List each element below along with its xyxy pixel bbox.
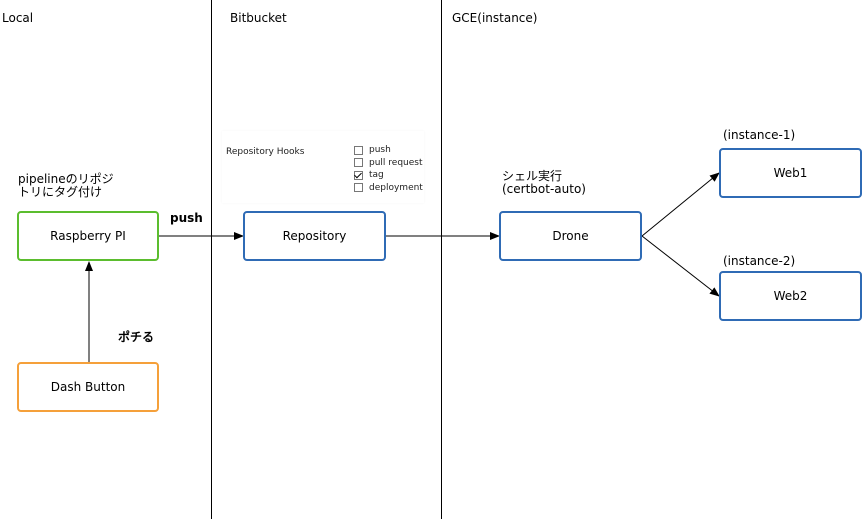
shell-note: シェル実行 (certbot-auto) — [502, 170, 586, 196]
instance2-label: (instance-2) — [723, 254, 796, 268]
hook-option-tag[interactable]: tag — [354, 169, 423, 182]
node-label: Repository — [282, 229, 347, 243]
node-web2: Web2 — [719, 271, 862, 321]
pochiru-label: ポチる — [118, 330, 155, 344]
node-label: Drone — [552, 229, 589, 243]
hook-option-push[interactable]: push — [354, 144, 423, 157]
node-label: Raspberry PI — [50, 229, 126, 243]
hook-option-label: tag — [369, 170, 384, 181]
hook-option-label: push — [369, 145, 391, 156]
lane-divider-1 — [211, 0, 212, 519]
node-label: Web1 — [773, 166, 808, 180]
shell-note-line2: (certbot-auto) — [502, 182, 586, 196]
lane-label-local: Local — [2, 11, 34, 25]
checkbox-pull-request[interactable] — [354, 158, 363, 168]
node-raspberry-pi: Raspberry PI — [17, 211, 159, 261]
hook-option-deployment[interactable]: deployment — [354, 182, 423, 195]
node-label: Dash Button — [50, 380, 126, 394]
lane-divider-2 — [441, 0, 442, 519]
shell-note-line1: シェル実行 — [502, 169, 563, 183]
repository-hooks-panel: Repository Hooks push pull request tag d… — [222, 131, 424, 203]
node-drone: Drone — [499, 211, 642, 261]
tag-note: pipelineのリポジ トリにタグ付け — [18, 173, 114, 199]
edge-drone-to-web1 — [641, 172, 720, 237]
tag-note-line2: トリにタグ付け — [18, 185, 103, 199]
node-web1: Web1 — [719, 148, 862, 198]
edge-drone-to-web2 — [641, 235, 720, 297]
checkbox-push[interactable] — [354, 145, 363, 155]
hook-option-pull-request[interactable]: pull request — [354, 157, 423, 170]
hook-option-label: deployment — [369, 182, 423, 193]
node-dash-button: Dash Button — [17, 362, 159, 412]
node-repository: Repository — [243, 211, 386, 261]
repository-hooks-options: push pull request tag deployment — [354, 144, 423, 194]
node-label: Web2 — [773, 289, 808, 303]
lane-label-gce: GCE(instance) — [452, 11, 538, 25]
tag-note-line1: pipelineのリポジ — [18, 172, 114, 186]
repository-hooks-title: Repository Hooks — [226, 147, 305, 157]
lane-label-bitbucket: Bitbucket — [230, 11, 287, 25]
hook-option-label: pull request — [369, 157, 423, 168]
instance1-label: (instance-1) — [723, 128, 796, 142]
checkbox-deployment[interactable] — [354, 183, 363, 193]
push-label: push — [170, 211, 203, 225]
checkbox-tag[interactable] — [354, 170, 363, 180]
